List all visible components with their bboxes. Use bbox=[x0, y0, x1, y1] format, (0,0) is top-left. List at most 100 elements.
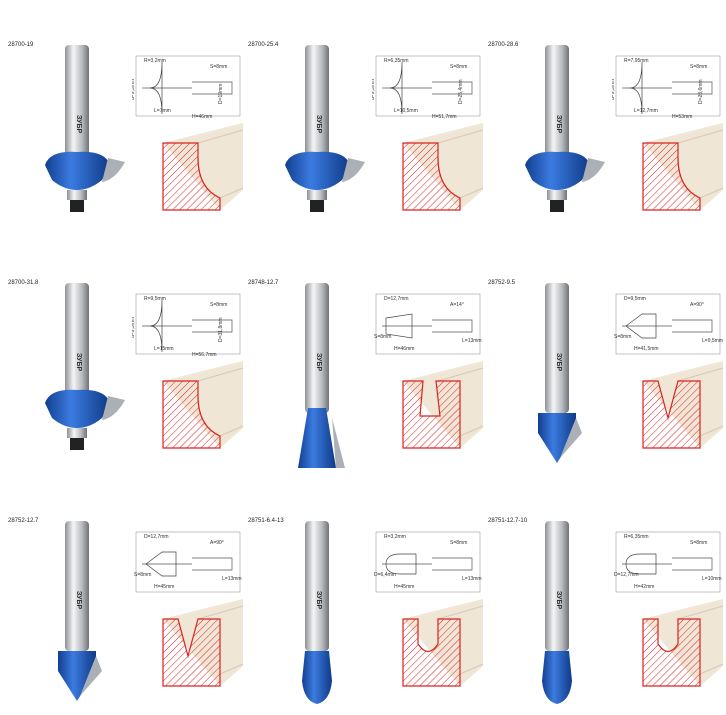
wood-profile bbox=[642, 123, 724, 211]
brand-logo: ЗУБР bbox=[75, 591, 82, 610]
cutter bbox=[542, 651, 572, 704]
dimension-label: S=8mm bbox=[450, 64, 467, 70]
dimension-label: S=8mm bbox=[690, 64, 707, 70]
product-code: 28700-25.4 bbox=[248, 42, 279, 48]
product-code: 28751-6.4-13 bbox=[248, 518, 284, 524]
dimension-label: S=8mm bbox=[134, 572, 151, 578]
bearing bbox=[307, 190, 327, 200]
shank bbox=[65, 45, 89, 160]
dimension-label: D=6,4mm bbox=[374, 572, 396, 578]
wood-profile bbox=[162, 599, 244, 687]
product-code: 28748-12.7 bbox=[248, 280, 279, 286]
brand-logo: ЗУБР bbox=[315, 591, 322, 610]
dimension-label: D=9,5mm bbox=[624, 296, 646, 302]
router-bit-image: ЗУБР bbox=[45, 45, 125, 212]
bearing bbox=[547, 190, 567, 200]
dimension-label: H=46mm bbox=[192, 114, 212, 120]
dimension-label: S=8mm bbox=[374, 334, 391, 340]
dimension-label: D=25,4mm bbox=[458, 79, 464, 104]
dimension-label: D=12,7mm bbox=[384, 296, 409, 302]
shank bbox=[305, 521, 329, 651]
dimension-label: d=9,5mm bbox=[612, 79, 616, 100]
router-bit-image: ЗУБР bbox=[58, 521, 102, 701]
dimension-label: H=42mm bbox=[634, 584, 654, 590]
dimension-label: L=13mm bbox=[462, 576, 482, 582]
router-bit-image: ЗУБР bbox=[525, 45, 605, 212]
dimension-label: R=6,35mm bbox=[384, 58, 409, 64]
brand-logo: ЗУБР bbox=[555, 591, 562, 610]
router-bit-image: ЗУБР bbox=[285, 45, 365, 212]
router-bit-image: ЗУБР bbox=[542, 521, 572, 704]
dimension-label: L=9,5mm bbox=[702, 338, 723, 344]
product-code: 28751-12.7-10 bbox=[488, 518, 528, 524]
wood-profile bbox=[642, 361, 724, 449]
shank bbox=[305, 45, 329, 160]
wood-profile bbox=[402, 361, 484, 449]
dimension-label: L=7mm bbox=[154, 108, 171, 114]
shank bbox=[545, 283, 569, 413]
dimension-label: A=90° bbox=[690, 302, 704, 308]
router-bit-image: ЗУБР bbox=[45, 283, 125, 450]
dimension-label: H=45mm bbox=[394, 584, 414, 590]
brand-logo: ЗУБР bbox=[75, 353, 82, 372]
dimension-label: R=9,5mm bbox=[144, 296, 166, 302]
dimension-label: L=10mm bbox=[702, 576, 722, 582]
dimension-label: d=9,5mm bbox=[132, 79, 136, 100]
product-code: 28752-12.7 bbox=[8, 518, 39, 524]
dimension-label: H=41,5mm bbox=[634, 346, 659, 352]
cutter bbox=[298, 408, 336, 468]
dimension-label: S=8mm bbox=[210, 302, 227, 308]
cutter bbox=[302, 651, 332, 704]
brand-logo: ЗУБР bbox=[315, 115, 322, 134]
wood-profile bbox=[402, 599, 484, 687]
cutter bbox=[58, 651, 96, 701]
wood-profile bbox=[162, 123, 244, 211]
dimension-label: D=12,7mm bbox=[144, 534, 169, 540]
shank bbox=[545, 521, 569, 651]
product-code: 28700-19 bbox=[8, 42, 34, 48]
dimension-label: H=51,7mm bbox=[432, 114, 457, 120]
dimension-label: A=14° bbox=[450, 302, 464, 308]
dimension-label: H=45mm bbox=[154, 584, 174, 590]
router-bit-image: ЗУБР bbox=[538, 283, 582, 463]
dimension-label: S=8mm bbox=[690, 540, 707, 546]
wood-profile bbox=[642, 599, 724, 687]
dimension-label: H=53mm bbox=[672, 114, 692, 120]
dimension-label: D=12,7mm bbox=[614, 572, 639, 578]
dimension-label: S=8mm bbox=[210, 64, 227, 70]
product-code: 28700-31.8 bbox=[8, 280, 39, 286]
dimension-label: A=90° bbox=[210, 540, 224, 546]
shank bbox=[545, 45, 569, 160]
dimension-label: H=46mm bbox=[394, 346, 414, 352]
wood-profile bbox=[162, 361, 244, 449]
shank bbox=[65, 283, 89, 398]
cutter bbox=[45, 151, 110, 190]
dimension-label: R=7,95mm bbox=[624, 58, 649, 64]
cutter bbox=[45, 389, 110, 428]
dimension-label: L=13mm bbox=[222, 576, 242, 582]
brand-logo: ЗУБР bbox=[555, 115, 562, 134]
dimension-label: D=28,6mm bbox=[698, 79, 704, 104]
brand-logo: ЗУБР bbox=[315, 353, 322, 372]
brand-logo: ЗУБР bbox=[555, 353, 562, 372]
dimension-label: S=8mm bbox=[450, 540, 467, 546]
dimension-label: d=9,5mm bbox=[132, 317, 136, 338]
product-code: 28700-28.6 bbox=[488, 42, 519, 48]
